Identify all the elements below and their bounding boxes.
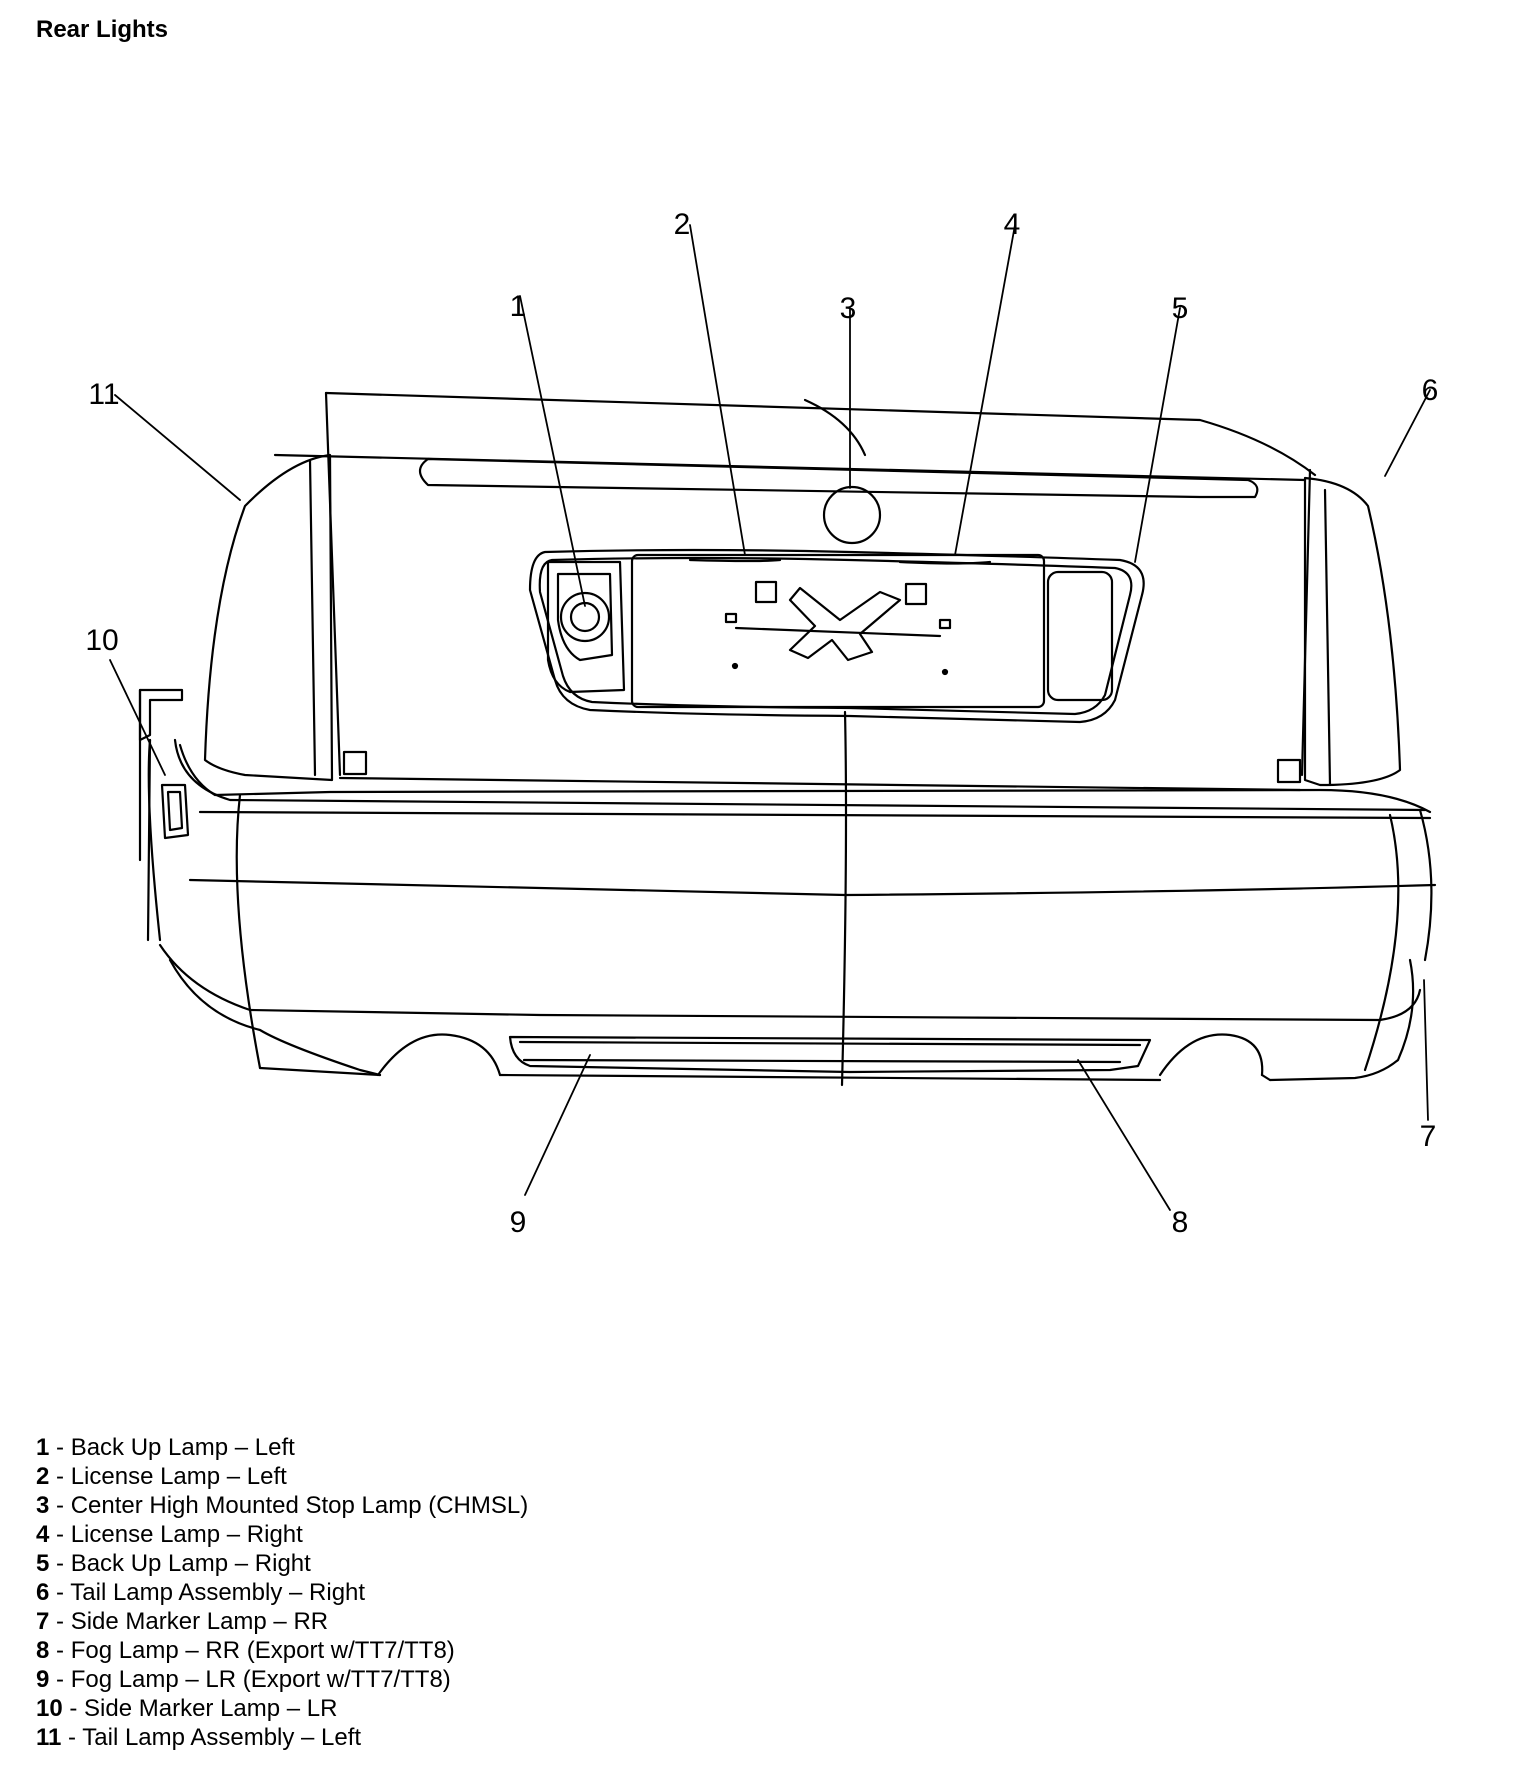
callout-11: 11 bbox=[88, 378, 119, 411]
legend-number: 7 bbox=[36, 1608, 50, 1635]
callout-8: 8 bbox=[1172, 1206, 1189, 1239]
tail-lamp-left bbox=[203, 453, 368, 782]
legend-separator: - bbox=[49, 1492, 71, 1519]
legend-separator: - bbox=[62, 1695, 85, 1722]
legend-number: 3 bbox=[36, 1492, 50, 1519]
chmsl-lamp bbox=[418, 457, 1259, 545]
legend-item: 1 - Back Up Lamp – Left bbox=[36, 1433, 528, 1462]
legend-number: 8 bbox=[36, 1637, 50, 1664]
callout-10: 10 bbox=[85, 624, 118, 657]
legend-text: Side Marker Lamp – LR bbox=[84, 1695, 338, 1722]
legend-number: 11 bbox=[36, 1724, 62, 1751]
legend-text: Tail Lamp Assembly – Right bbox=[70, 1579, 366, 1606]
legend-separator: - bbox=[49, 1463, 71, 1490]
callout-2: 2 bbox=[674, 208, 691, 241]
callout-3: 3 bbox=[840, 292, 857, 325]
legend-item: 4 - License Lamp – Right bbox=[36, 1520, 528, 1549]
legend-item: 9 - Fog Lamp – LR (Export w/TT7/TT8) bbox=[36, 1665, 528, 1694]
callout-7: 7 bbox=[1420, 1120, 1437, 1153]
legend-item: 6 - Tail Lamp Assembly – Right bbox=[36, 1578, 528, 1607]
legend-separator: - bbox=[49, 1637, 71, 1664]
legend-item: 8 - Fog Lamp – RR (Export w/TT7/TT8) bbox=[36, 1636, 528, 1665]
legend-separator: - bbox=[49, 1550, 71, 1577]
callout-labels: 1 2 3 4 5 6 7 8 9 10 11 bbox=[85, 208, 1438, 1239]
legend-text: Tail Lamp Assembly – Left bbox=[82, 1724, 362, 1751]
callout-6: 6 bbox=[1422, 374, 1439, 407]
legend-number: 1 bbox=[36, 1434, 50, 1461]
legend-separator: - bbox=[49, 1666, 71, 1693]
page-title: Rear Lights bbox=[36, 16, 169, 43]
legend-separator: - bbox=[61, 1724, 83, 1751]
license-pocket bbox=[528, 548, 1145, 724]
callout-1: 1 bbox=[510, 290, 527, 323]
callout-4: 4 bbox=[1004, 208, 1021, 241]
legend-text: Center High Mounted Stop Lamp (CHMSL) bbox=[70, 1492, 529, 1519]
legend-separator: - bbox=[49, 1434, 71, 1461]
legend-text: License Lamp – Right bbox=[70, 1521, 303, 1548]
legend-number: 4 bbox=[36, 1521, 50, 1548]
callout-9: 9 bbox=[510, 1206, 527, 1239]
legend-number: 5 bbox=[36, 1550, 50, 1577]
legend-separator: - bbox=[49, 1579, 71, 1606]
legend-text: Back Up Lamp – Right bbox=[70, 1550, 311, 1577]
legend-text: Back Up Lamp – Left bbox=[70, 1434, 295, 1461]
legend-separator: - bbox=[49, 1608, 71, 1635]
legend-item: 2 - License Lamp – Left bbox=[36, 1462, 528, 1491]
callout-5: 5 bbox=[1172, 292, 1189, 325]
legend-item: 5 - Back Up Lamp – Right bbox=[36, 1549, 528, 1578]
trunk-lid bbox=[273, 391, 1317, 792]
legend-number: 2 bbox=[36, 1463, 50, 1490]
legend-text: License Lamp – Left bbox=[70, 1463, 287, 1490]
legend: 1 - Back Up Lamp – Left 2 - License Lamp… bbox=[36, 1433, 528, 1752]
tail-lamp-right bbox=[1276, 476, 1402, 787]
legend-text: Fog Lamp – RR (Export w/TT7/TT8) bbox=[70, 1637, 455, 1664]
legend-item: 7 - Side Marker Lamp – RR bbox=[36, 1607, 528, 1636]
side-marker-left bbox=[138, 688, 190, 942]
legend-text: Side Marker Lamp – RR bbox=[70, 1608, 329, 1635]
rear-bumper bbox=[147, 710, 1437, 1087]
legend-number: 6 bbox=[36, 1579, 50, 1606]
legend-item: 3 - Center High Mounted Stop Lamp (CHMSL… bbox=[36, 1491, 528, 1520]
legend-number: 9 bbox=[36, 1666, 50, 1693]
legend-separator: - bbox=[49, 1521, 71, 1548]
legend-number: 10 bbox=[36, 1695, 63, 1722]
legend-item: 10 - Side Marker Lamp – LR bbox=[36, 1694, 528, 1723]
leader-lines bbox=[109, 224, 1431, 1211]
legend-item: 11 - Tail Lamp Assembly – Left bbox=[36, 1723, 528, 1752]
legend-text: Fog Lamp – LR (Export w/TT7/TT8) bbox=[70, 1666, 451, 1693]
